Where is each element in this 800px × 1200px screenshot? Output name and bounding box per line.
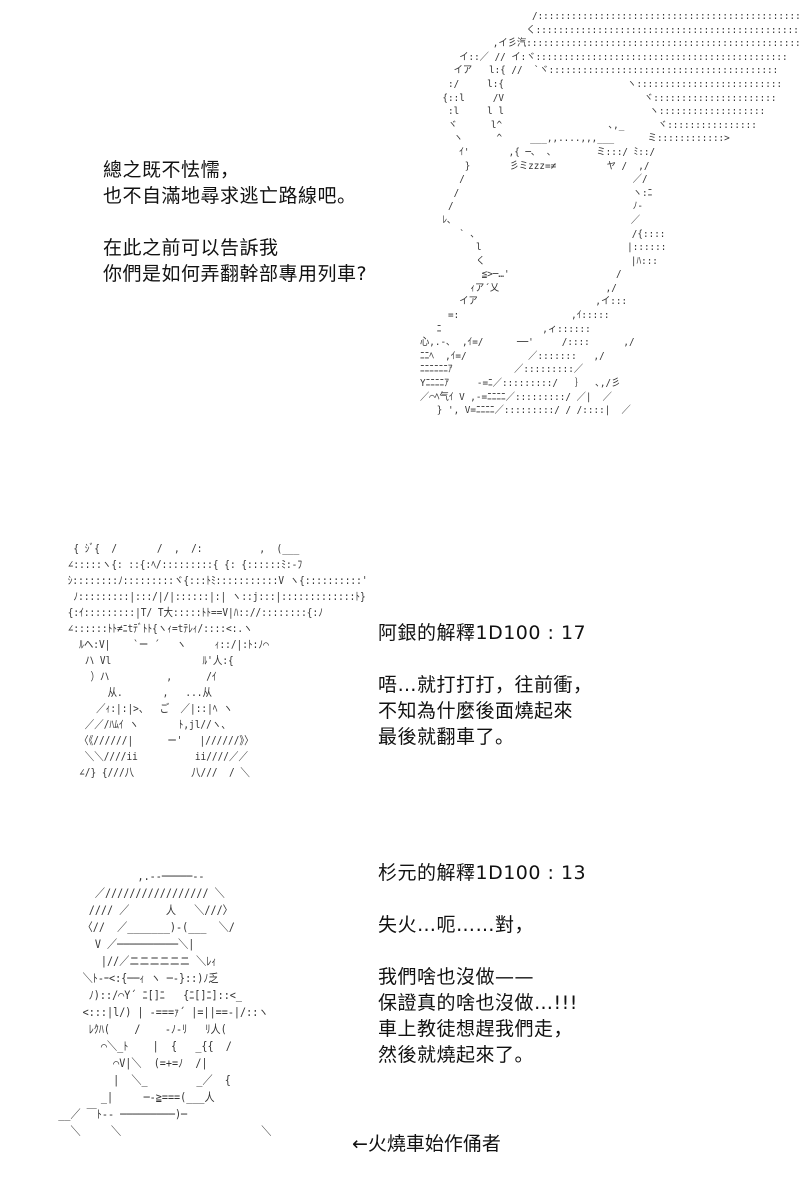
dialogue-line: 你們是如何弄翻幹部專用列車? (103, 263, 368, 285)
dice-roll-label: 阿銀的解釋1D100 : 17 (378, 622, 587, 644)
dialogue-line: 失火…呃……對， (378, 914, 535, 936)
dialogue-line: 總之既不怯懦， (103, 159, 240, 181)
dialogue-block-1: 總之既不怯懦， 也不自滿地尋求逃亡路線吧。 在此之前可以告訴我 你們是如何弄翻幹… (103, 157, 367, 287)
ascii-art-sugimoto: ,.--─────-- ／///////////////// ＼ //// ／ … (58, 869, 272, 1138)
dialogue-line: 在此之前可以告訴我 (103, 237, 279, 259)
dialogue-line: 保證真的啥也沒做…!!! (378, 992, 578, 1014)
ascii-art-gintoki: { ｼﾞ{ / / , /: , (___ ∠:::::ヽ{: ::{:ﾍ/::… (67, 542, 368, 779)
ascii-art-man: /:::::::::::::::::::::::::::::::::::::::… (419, 11, 800, 417)
dialogue-line: 也不自滿地尋求逃亡路線吧。 (103, 185, 357, 207)
dialogue-block-2: 阿銀的解釋1D100 : 17 唔…就打打打，往前衝， 不知為什麼後面燒起來 最… (378, 620, 593, 750)
dialogue-line: 最後就翻車了。 (378, 726, 515, 748)
dialogue-line: 然後就燒起來了。 (378, 1044, 535, 1066)
dialogue-line: 唔…就打打打，往前衝， (378, 674, 593, 696)
dialogue-block-3: 杉元的解釋1D100 : 13 失火…呃……對， 我們啥也沒做—— 保證真的啥也… (378, 860, 586, 1068)
arrow-caption: ←火燒車始作俑者 (352, 1133, 501, 1155)
dialogue-line: 我們啥也沒做—— (378, 966, 535, 988)
dice-roll-label: 杉元的解釋1D100 : 13 (378, 862, 587, 884)
dialogue-line: 不知為什麼後面燒起來 (378, 700, 574, 722)
dialogue-line: 車上教徒想趕我們走， (378, 1018, 574, 1040)
